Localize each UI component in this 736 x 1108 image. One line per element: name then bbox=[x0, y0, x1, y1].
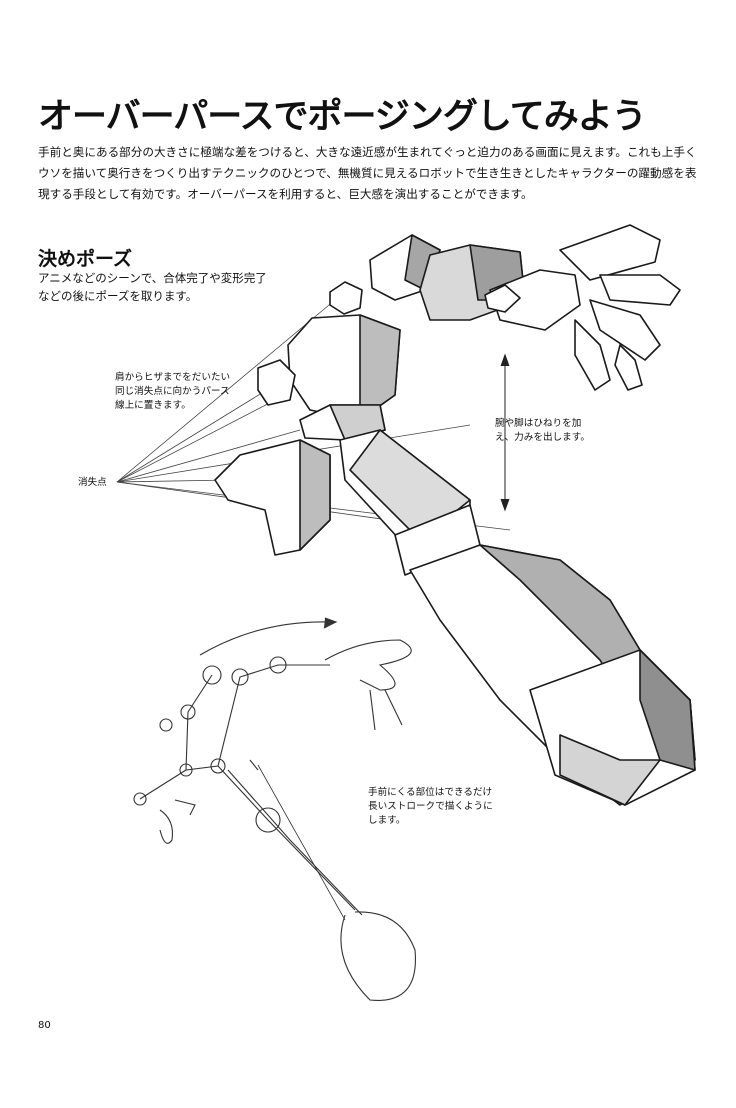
section-description: アニメなどのシーンで、合体完了や変形完了などの後にポーズを取ります。 bbox=[38, 271, 267, 303]
robot-hand bbox=[484, 224, 681, 391]
note-vanishing-point: 消失点 bbox=[78, 477, 107, 488]
note-stroke: 手前にくる部位はできるだけ長いストロークで描くようにします。 bbox=[368, 787, 493, 826]
section-heading: 決めポーズ bbox=[38, 248, 133, 270]
page-number: 80 bbox=[38, 1020, 51, 1031]
vertical-arrow bbox=[500, 353, 510, 512]
note-arm-twist: 腕や脚はひねりを加え、力みを出します。 bbox=[495, 418, 590, 443]
note-shoulder-knee: 肩からヒザまでをだいたい同じ消失点に向かうパース線上に置きます。 bbox=[115, 372, 231, 411]
intro-paragraph: 手前と奥にある部分の大きさに極端な差をつけると、大きな遠近感が生まれてぐっと迫力… bbox=[38, 145, 697, 201]
robot-figure bbox=[214, 224, 696, 806]
gesture-sketch bbox=[133, 617, 416, 1001]
page-title: オーバーパースでポージングしてみよう bbox=[38, 97, 647, 137]
